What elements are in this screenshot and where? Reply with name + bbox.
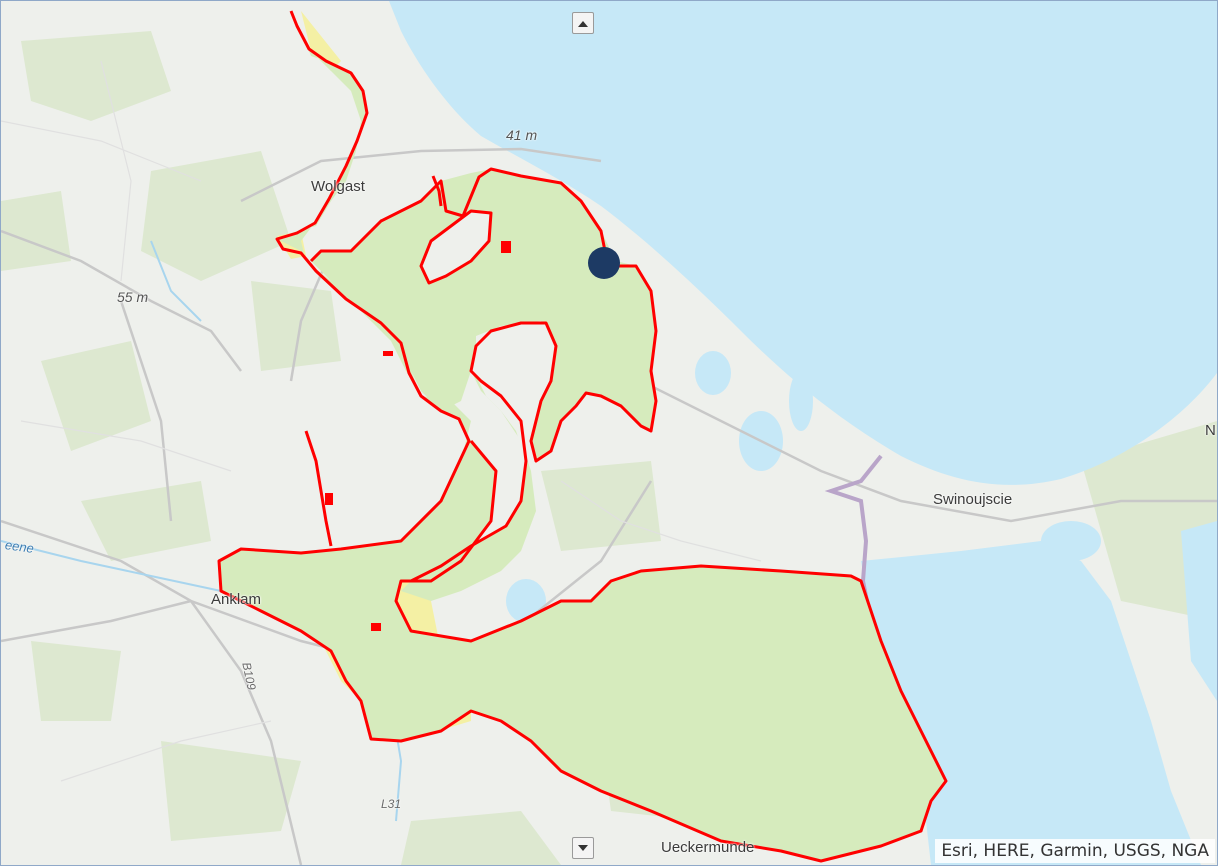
place-label-swinoujscie: Swinoujscie	[933, 491, 1013, 508]
place-label-partial: N	[1205, 422, 1216, 439]
region-boundaries	[217, 10, 948, 863]
place-label-ueckermunde: Ueckermunde	[661, 839, 755, 856]
place-label-wolgast: Wolgast	[311, 178, 365, 195]
elevation-label-55m: 55 m	[117, 289, 149, 305]
sea-baltic	[389, 1, 1217, 485]
location-marker[interactable]	[588, 247, 620, 279]
boundary-fragments	[325, 241, 511, 631]
country-border	[824, 454, 883, 602]
elevation-label-41m: 41 m	[506, 127, 538, 143]
road-label-l31: L31	[381, 797, 402, 811]
place-label-anklam: Anklam	[211, 591, 262, 608]
chevron-down-icon	[578, 844, 588, 851]
excluded-area-center	[476, 321, 551, 461]
excluded-area-north	[421, 211, 491, 283]
roads	[1, 147, 1217, 865]
lagoon-east	[1181, 521, 1217, 701]
map-attribution: Esri, HERE, Garmin, USGS, NGA	[935, 839, 1215, 863]
pan-down-button[interactable]	[572, 837, 594, 859]
pan-up-button[interactable]	[572, 12, 594, 34]
protected-region-west[interactable]	[219, 11, 946, 861]
lagoon-water	[861, 541, 1201, 865]
lakes	[506, 351, 1101, 623]
chevron-up-icon	[578, 20, 588, 27]
